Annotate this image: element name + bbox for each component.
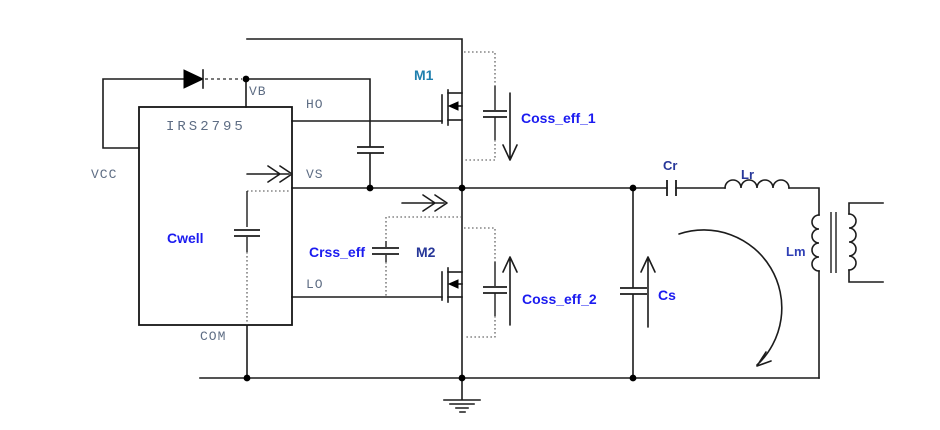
coss-eff-1-branch: [464, 51, 518, 161]
cs-capacitor: [620, 287, 647, 295]
transformer-secondary-winding: [848, 213, 857, 271]
top-rail-wire: [246, 38, 463, 189]
label-coss-eff-1: Coss_eff_1: [521, 110, 596, 126]
coss-eff-2-branch: [464, 227, 518, 338]
pin-label-vs: VS: [306, 167, 324, 182]
cwell-capacitor: [234, 229, 260, 237]
coss2-capacitor: [483, 286, 507, 294]
pin-label-ho: HO: [306, 97, 324, 112]
junction-cs-gnd: [629, 374, 637, 382]
ic-outline: [138, 106, 293, 326]
vs-pin-arrow: [246, 165, 293, 183]
pin-label-vcc: VCC: [91, 167, 117, 182]
bootstrap-diode: [183, 69, 205, 89]
label-m2: M2: [416, 244, 436, 260]
label-cs: Cs: [658, 287, 676, 303]
label-coss-eff-2: Coss_eff_2: [522, 291, 597, 307]
junction-halfbridge-vs: [458, 184, 466, 192]
ic-part-number: IRS2795: [166, 119, 246, 135]
label-lm: Lm: [786, 244, 806, 259]
pin-label-com: COM: [200, 329, 226, 344]
mosfet-m2: [441, 267, 463, 303]
coss1-capacitor: [483, 110, 507, 118]
coss1-dotted-box: [464, 51, 496, 161]
transformer-core: [830, 212, 837, 273]
junction-vb: [242, 75, 250, 83]
label-lr: Lr: [741, 167, 754, 182]
coss2-current-arrow: [502, 256, 518, 326]
label-cwell: Cwell: [167, 230, 204, 246]
m1-body-arrow: [447, 101, 459, 111]
cs-capacitor-group: [620, 256, 656, 328]
crss-dotted-link: [385, 216, 462, 297]
lr-inductor: [724, 179, 790, 189]
ground-bars: [443, 399, 481, 413]
pin-label-lo: LO: [306, 277, 324, 292]
vcc-wire: [102, 78, 185, 149]
secondary-leads-wire: [848, 202, 884, 283]
coss1-current-arrow: [502, 92, 518, 161]
coss2-dotted-box: [464, 227, 496, 338]
junction-m2-gnd: [458, 374, 466, 382]
cs-current-arrow: [640, 256, 656, 328]
transformer-primary-winding: [811, 214, 820, 272]
label-crss-eff: Crss_eff: [309, 244, 365, 260]
crss-eff-branch: [372, 216, 462, 297]
cr-capacitor: [666, 180, 677, 196]
text-labels: VCC VB HO VS LO COM IRS2795 Cwell Crss_e…: [91, 67, 806, 344]
vs-node-arrow: [401, 194, 448, 212]
label-m1: M1: [414, 67, 434, 83]
current-direction-arrows: [246, 165, 783, 367]
vb-wire: [245, 78, 371, 189]
label-cr: Cr: [663, 158, 677, 173]
vs-rail-wire: [291, 187, 820, 216]
m2-body-arrow: [447, 279, 459, 289]
diode-triangle: [183, 69, 205, 89]
power-and-signal-wires: [102, 38, 884, 379]
ground-symbol: [443, 377, 481, 413]
junction-cs-vs: [629, 184, 637, 192]
crss-capacitor: [372, 247, 399, 255]
resonant-loop-arc-arrow: [678, 229, 783, 367]
mosfet-m1: [441, 89, 463, 126]
transformer: [811, 212, 857, 273]
ic-irs2795: [138, 106, 293, 326]
junction-bootstrap-vs: [366, 184, 374, 192]
pin-label-vb: VB: [249, 84, 267, 99]
junction-com-gnd: [243, 374, 251, 382]
junction-dots: [242, 75, 637, 382]
bootstrap-capacitor: [357, 146, 384, 154]
